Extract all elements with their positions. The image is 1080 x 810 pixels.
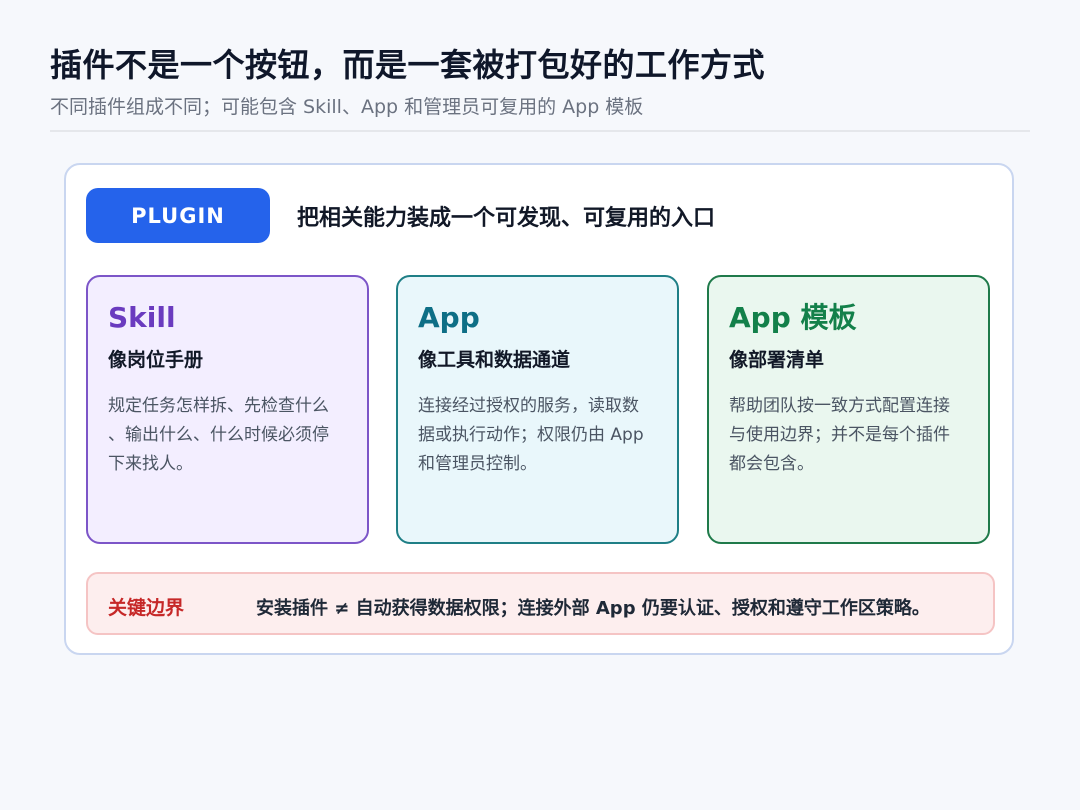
app-card-subtitle: 像工具和数据通道	[418, 349, 571, 371]
app-card-body: 连接经过授权的服务，读取数 据或执行动作；权限仍由 App 和管理员控制。	[418, 392, 657, 479]
key-boundary-text: 安装插件 ≠ 自动获得数据权限；连接外部 App 仍要认证、授权和遵守工作区策略…	[256, 598, 930, 619]
app-template-card-line: 与使用边界；并不是每个插件	[729, 425, 950, 445]
skill-card-line: 下来找人。	[108, 454, 193, 474]
page-title: 插件不是一个按钮，而是一套被打包好的工作方式	[50, 46, 766, 84]
app-card-line: 连接经过授权的服务，读取数	[418, 396, 639, 416]
app-template-card-line: 都会包含。	[729, 454, 814, 474]
app-template-card: App 模板 像部署清单 帮助团队按一致方式配置连接 与使用边界；并不是每个插件…	[707, 275, 990, 544]
app-template-card-line: 帮助团队按一致方式配置连接	[729, 396, 950, 416]
app-card-line: 和管理员控制。	[418, 454, 537, 474]
plugin-badge: PLUGIN	[86, 188, 270, 243]
skill-card-title: Skill	[108, 301, 176, 334]
skill-card: Skill 像岗位手册 规定任务怎样拆、先检查什么 、输出什么、什么时候必须停 …	[86, 275, 369, 544]
key-boundary-box: 关键边界 安装插件 ≠ 自动获得数据权限；连接外部 App 仍要认证、授权和遵守…	[86, 572, 995, 635]
page-subtitle: 不同插件组成不同；可能包含 Skill、App 和管理员可复用的 App 模板	[50, 96, 644, 118]
app-card-line: 据或执行动作；权限仍由 App	[418, 425, 644, 445]
skill-card-line: 、输出什么、什么时候必须停	[108, 425, 329, 445]
app-template-card-body: 帮助团队按一致方式配置连接 与使用边界；并不是每个插件 都会包含。	[729, 392, 968, 479]
skill-card-body: 规定任务怎样拆、先检查什么 、输出什么、什么时候必须停 下来找人。	[108, 392, 347, 479]
key-boundary-label: 关键边界	[108, 597, 185, 619]
app-card: App 像工具和数据通道 连接经过授权的服务，读取数 据或执行动作；权限仍由 A…	[396, 275, 679, 544]
app-card-title: App	[418, 301, 480, 334]
plugin-description: 把相关能力装成一个可发现、可复用的入口	[297, 206, 716, 231]
header-divider	[50, 130, 1030, 132]
app-template-card-title: App 模板	[729, 301, 857, 334]
skill-card-subtitle: 像岗位手册	[108, 349, 204, 371]
skill-card-line: 规定任务怎样拆、先检查什么	[108, 396, 329, 416]
app-template-card-subtitle: 像部署清单	[729, 349, 825, 371]
